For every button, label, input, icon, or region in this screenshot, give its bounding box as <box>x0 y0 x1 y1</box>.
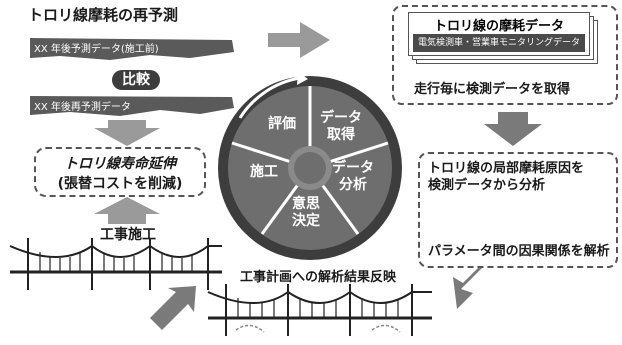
diag-arrow-left <box>150 286 196 330</box>
analysis-line1: トロリ線の局部摩耗原因を <box>428 161 585 176</box>
band-top-label: XX 年後予測データ(施工前) <box>34 44 159 55</box>
cycle-wheel <box>218 72 402 260</box>
catenary-bottom <box>207 284 432 336</box>
plan-label: 工事計画への解析結果反映 <box>240 270 397 285</box>
result-line2: (張替コストを削減) <box>57 176 183 192</box>
analysis-line2: 検測データから分析 <box>428 178 546 193</box>
data-card: トロリ線の摩耗データ 電気検測車・営業車モニタリングデータ <box>408 12 590 56</box>
data-card-band: 電気検測車・営業車モニタリングデータ <box>413 34 585 52</box>
right-arrow-top <box>268 22 330 58</box>
up-arrow-left <box>94 197 160 224</box>
catenary-left <box>9 238 222 290</box>
left-title: トロリ線摩耗の再予測 <box>28 6 179 24</box>
wheel-decision: 意思 決定 <box>292 196 320 229</box>
result-line1: トロリ線寿命延伸 <box>64 156 176 172</box>
down-arrow-left <box>94 120 160 146</box>
wear-band-bottom <box>30 96 234 116</box>
diag-arrow-right <box>453 259 487 309</box>
analysis-line3: パラメータ間の因果関係を解析 <box>428 244 610 259</box>
wheel-evaluate: 評価 <box>268 116 296 132</box>
result-box: トロリ線寿命延伸 (張替コストを削減) <box>34 147 206 197</box>
wear-band-top <box>30 38 234 60</box>
band-bottom-label: XX 年後再予測データ <box>34 102 131 113</box>
wheel-data-acquire: データ 取得 <box>320 110 362 143</box>
wheel-data-analyze: データ 分析 <box>332 160 374 193</box>
work-label: 工事施工 <box>100 227 156 243</box>
analysis-box <box>418 152 618 268</box>
wheel-construct: 施工 <box>250 164 278 180</box>
down-arrow-right <box>484 112 542 146</box>
compare-pill: 比較 <box>112 70 160 90</box>
data-card-title: トロリ線の摩耗データ <box>409 15 589 34</box>
data-box-caption: 走行毎に検測データを取得 <box>414 82 571 97</box>
